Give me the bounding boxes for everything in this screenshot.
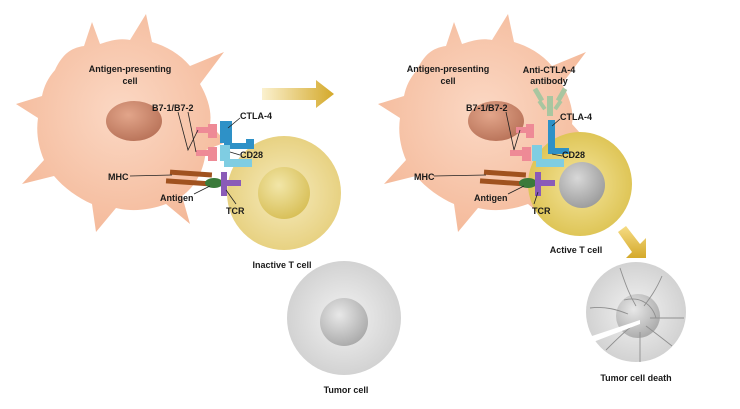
antigen-molecule — [205, 178, 223, 188]
ctla4-label-right: CTLA-4 — [560, 112, 592, 122]
cd28-receptor-right — [532, 145, 564, 167]
apc-label-line2: cell — [122, 76, 137, 86]
mhc-label: MHC — [108, 172, 129, 182]
ctla4-receptor-right — [548, 120, 569, 154]
cd28-receptor — [220, 145, 252, 167]
antigen-label-right: Antigen — [474, 193, 508, 203]
mhc-label-right: MHC — [414, 172, 435, 182]
inactive-t-cell-nucleus — [258, 167, 310, 219]
tumor-cell-nucleus — [320, 298, 368, 346]
kill-arrow — [618, 226, 646, 258]
ctla4-receptor — [220, 121, 254, 149]
cd28-label: CD28 — [240, 150, 263, 160]
tcr-receptor-right — [535, 172, 555, 196]
b7-label: B7-1/B7-2 — [152, 103, 194, 113]
tcr-label: TCR — [226, 206, 245, 216]
apc-nucleus — [106, 101, 162, 141]
tumor-crack — [586, 320, 640, 344]
anti-ctla4-antibody — [532, 87, 568, 116]
mhc-molecule-right — [479, 169, 527, 187]
b7-label-right: B7-1/B7-2 — [466, 103, 508, 113]
antigen-label: Antigen — [160, 193, 194, 203]
b7-molecules — [196, 124, 217, 161]
left-panel: Antigen-presenting cell Inactive T cell — [16, 14, 341, 270]
antigen-molecule-right — [519, 178, 537, 188]
mhc-molecule — [165, 169, 213, 187]
anti-ctla4-label-line2: antibody — [530, 76, 568, 86]
right-panel: Antigen-presenting cell Active T cell — [378, 14, 686, 383]
tumor-cell-group: Tumor cell — [287, 261, 401, 395]
cd28-label-right: CD28 — [562, 150, 585, 160]
inactive-t-cell-label: Inactive T cell — [252, 260, 311, 270]
apc-label-line1: Antigen-presenting — [89, 64, 172, 74]
tcr-label-right: TCR — [532, 206, 551, 216]
active-t-cell-nucleus — [559, 162, 605, 208]
apc-right-label-line1: Antigen-presenting — [407, 64, 490, 74]
tumor-cell-label: Tumor cell — [324, 385, 369, 395]
active-t-cell-label: Active T cell — [550, 245, 603, 255]
b7-molecules-right — [510, 124, 534, 161]
apc-right-label-line2: cell — [440, 76, 455, 86]
tumor-fracture-lines — [589, 267, 684, 363]
anti-ctla4-label-line1: Anti-CTLA-4 — [523, 65, 576, 75]
transition-arrow — [262, 80, 334, 108]
ctla4-label: CTLA-4 — [240, 111, 272, 121]
tumor-death-label: Tumor cell death — [600, 373, 671, 383]
